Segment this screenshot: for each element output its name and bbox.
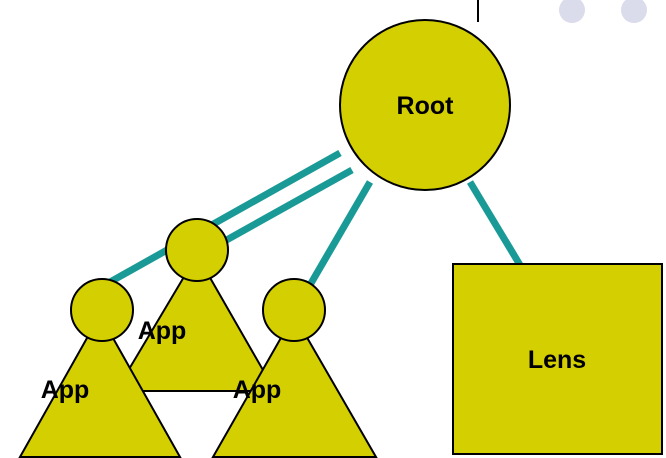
lens-node: Lens <box>452 263 663 455</box>
edge-root-to-lens <box>467 180 523 267</box>
app-node-left-label: App <box>41 376 90 404</box>
lens-node-label: Lens <box>528 346 586 374</box>
app-node-middle-body <box>114 253 277 392</box>
app-node-right-body <box>211 312 378 458</box>
app-node-middle: App <box>114 218 277 392</box>
root-node-label: Root <box>397 92 455 120</box>
app-node-left-head <box>70 278 134 342</box>
lens-node-box <box>452 263 663 455</box>
app-node-left: App <box>18 278 182 458</box>
root-node: Root <box>339 19 511 191</box>
app-node-middle-label: App <box>138 317 187 345</box>
app-node-right-label: App <box>233 376 282 404</box>
edge-root-to-app-right <box>306 180 374 287</box>
app-node-middle-head <box>165 218 229 282</box>
decor-dot-left <box>559 0 585 23</box>
root-node-circle <box>339 19 511 191</box>
app-node-right-head <box>262 278 326 342</box>
edge-root-to-app-left <box>108 149 342 286</box>
decor-dot-right <box>621 0 647 23</box>
edge-root-to-app-middle <box>203 166 354 256</box>
app-node-right: App <box>211 278 378 458</box>
app-node-left-body <box>18 312 182 458</box>
